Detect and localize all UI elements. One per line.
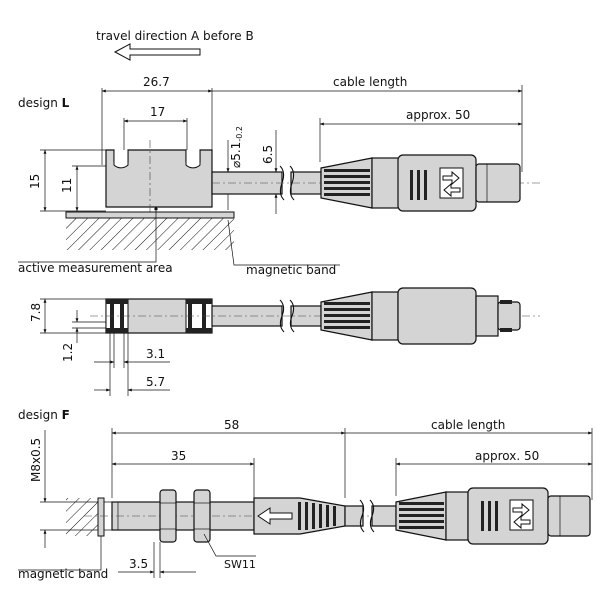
dim-1-2: 1.2 xyxy=(61,343,75,362)
design-f-view: design F 58 cable length 35 approx. 50 M… xyxy=(18,408,593,581)
cable-length-bottom: cable length xyxy=(431,418,505,432)
magnetic-band-f xyxy=(97,497,105,537)
active-area-point xyxy=(154,207,158,211)
travel-direction-label: travel direction A before B xyxy=(96,29,254,43)
dim-7-8: 7.8 xyxy=(29,303,43,322)
magnetic-band-top-label: magnetic band xyxy=(246,263,336,277)
dim-26-7: 26.7 xyxy=(143,75,170,89)
thread-m8-label: M8x0.5 xyxy=(29,438,43,482)
dim-17: 17 xyxy=(150,105,165,119)
dim-6-5: 6.5 xyxy=(261,145,275,164)
connector-f xyxy=(395,487,591,545)
design-f-title: design F xyxy=(18,408,70,422)
active-measurement-area-label: active measurement area xyxy=(18,261,173,275)
dim-58: 58 xyxy=(224,418,239,432)
travel-direction-indicator: travel direction A before B xyxy=(96,29,254,61)
sw11-label: SW11 xyxy=(224,558,256,571)
dim-5-7: 5.7 xyxy=(146,375,165,389)
design-l-top-view: 7.8 1.2 3.1 5.7 xyxy=(29,287,540,396)
dim-35: 35 xyxy=(171,449,186,463)
nut-left xyxy=(159,489,177,543)
cable-length-top: cable length xyxy=(333,75,407,89)
nut-right xyxy=(193,489,211,543)
approx-50-bottom: approx. 50 xyxy=(475,449,539,463)
dim-3-1: 3.1 xyxy=(146,347,165,361)
connector-l xyxy=(320,154,521,212)
design-l-title: design L xyxy=(18,96,70,110)
direction-arrow-icon xyxy=(257,507,293,525)
mounting-surface-hatch xyxy=(66,218,234,250)
dim-15: 15 xyxy=(28,174,42,189)
travel-direction-arrow-icon xyxy=(113,43,201,61)
design-l-view: design L 26.7 cable length approx. 50 17… xyxy=(18,75,540,277)
dim-5-1: ⌀5.1-0.2 xyxy=(229,126,244,168)
approx-50-top: approx. 50 xyxy=(406,108,470,122)
magnetic-band-f-hatch xyxy=(66,498,98,536)
magnetic-band-l xyxy=(65,211,235,219)
dim-11: 11 xyxy=(60,178,74,193)
dim-3-5: 3.5 xyxy=(129,557,148,571)
magnetic-band-bottom-label: magnetic band xyxy=(18,567,108,581)
connector-top-view xyxy=(320,287,521,345)
